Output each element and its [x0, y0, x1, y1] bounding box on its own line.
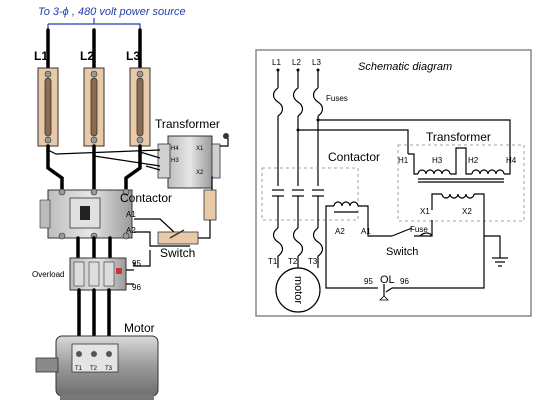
- motor-label: Motor: [124, 321, 155, 335]
- sch-contactor-label: Contactor: [328, 150, 380, 164]
- fuse-block: [37, 67, 151, 147]
- transformer-primary-wires: [47, 149, 161, 171]
- sch-95: 95: [364, 277, 373, 286]
- sch-transformer-windings: [408, 147, 511, 210]
- overload-label: Overload: [32, 270, 64, 279]
- sch-contactor-contacts: [272, 189, 359, 228]
- transformer-pictorial: H4 H3 X1 X2: [157, 133, 229, 189]
- sch-main-lines: [272, 68, 324, 186]
- line-label-l1: L1: [34, 49, 48, 63]
- svg-text:X1: X1: [196, 146, 204, 152]
- motor-pictorial: [35, 335, 159, 400]
- schematic-diagram: Schematic diagram L1 L2 L3 Fuses: [255, 49, 532, 317]
- pictorial-wiring: To 3-ϕ , 480 volt power source L1 L2 L3: [32, 6, 229, 400]
- sch-96: 96: [400, 277, 409, 286]
- transformer-label: Transformer: [155, 117, 220, 131]
- overload-95: 95: [132, 259, 141, 268]
- sch-motor-symbol: [275, 267, 321, 313]
- sch-contactor-box: [261, 167, 359, 221]
- sch-x2: X2: [462, 207, 472, 216]
- incoming-lines: [46, 28, 142, 70]
- sch-motor-label: motor: [292, 276, 304, 304]
- contactor-label: Contactor: [120, 191, 172, 205]
- switch-body: [157, 231, 199, 245]
- sch-control-circuit: [325, 205, 508, 301]
- contactor-pictorial: [39, 188, 133, 240]
- schematic-title: Schematic diagram: [358, 61, 452, 73]
- contactor-a2: A2: [126, 226, 136, 235]
- sch-line-l1: L1: [272, 58, 281, 67]
- sch-x1: X1: [420, 207, 430, 216]
- svg-text:X2: X2: [196, 170, 204, 176]
- sch-h3: H3: [432, 156, 443, 165]
- svg-text:H3: H3: [171, 158, 179, 164]
- sch-a2: A2: [335, 227, 345, 236]
- sch-h1: H1: [398, 156, 409, 165]
- sch-overload-heaters: [272, 227, 324, 268]
- motor-terminal-t2: T2: [90, 366, 98, 372]
- sch-transformer-feeds: [298, 119, 511, 154]
- sch-t1: T1: [268, 257, 278, 266]
- motor-terminal-t3: T3: [105, 366, 113, 372]
- sch-t3: T3: [308, 257, 318, 266]
- sch-fuse-label: Fuse: [410, 225, 428, 234]
- line-label-l3: L3: [126, 49, 140, 63]
- sch-line-l2: L2: [292, 58, 301, 67]
- sch-ol-label: OL: [380, 274, 395, 286]
- contactor-to-overload-wires: [76, 236, 112, 260]
- control-fuse: [203, 189, 217, 221]
- sch-line-l3: L3: [312, 58, 321, 67]
- sch-t2: T2: [288, 257, 298, 266]
- line-label-l2: L2: [80, 49, 94, 63]
- sch-fuses-label: Fuses: [326, 94, 348, 103]
- svg-text:H4: H4: [171, 146, 179, 152]
- source-title: To 3-ϕ , 480 volt power source: [38, 6, 186, 18]
- switch-label: Switch: [160, 246, 195, 260]
- control-wiring: [133, 218, 199, 267]
- sch-transformer-label: Transformer: [426, 130, 491, 144]
- overload-96: 96: [132, 283, 141, 292]
- overload-pictorial: [69, 257, 127, 291]
- fuse-to-contactor-wires: [46, 144, 142, 192]
- sch-h4: H4: [506, 156, 517, 165]
- sch-transformer-box: [397, 144, 525, 222]
- contactor-a1: A1: [126, 210, 136, 219]
- motor-terminal-t1: T1: [75, 366, 83, 372]
- sch-switch-label: Switch: [386, 246, 418, 258]
- sch-a1: A1: [361, 227, 371, 236]
- sch-h2: H2: [468, 156, 479, 165]
- source-bracket: [47, 18, 141, 30]
